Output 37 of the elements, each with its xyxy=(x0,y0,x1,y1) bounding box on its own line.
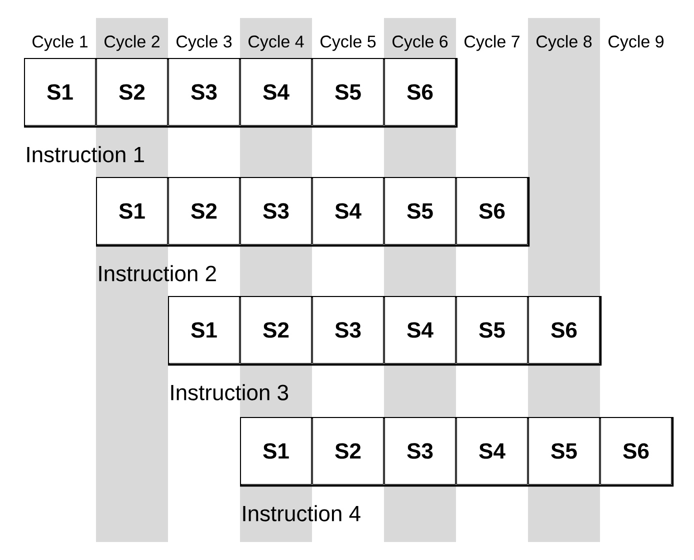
stage-cell: S4 xyxy=(456,417,528,485)
stage-cell: S5 xyxy=(384,177,456,245)
stage-cell: S6 xyxy=(600,417,672,485)
stage-cell: S1 xyxy=(240,417,312,485)
stage-cell: S6 xyxy=(456,177,528,245)
cycle-label: Cycle 7 xyxy=(464,35,520,51)
stage-cell: S1 xyxy=(24,58,96,126)
stage-cell: S5 xyxy=(528,417,600,485)
stage-cell: S5 xyxy=(312,58,384,126)
stage-cell: S3 xyxy=(384,417,456,485)
cycle-label: Cycle 6 xyxy=(392,35,448,51)
cycle-label: Cycle 4 xyxy=(248,35,304,51)
cycle-label: Cycle 2 xyxy=(104,35,160,51)
stage-cell: S1 xyxy=(96,177,168,245)
cycle-label: Cycle 1 xyxy=(32,35,88,51)
stage-cell: S2 xyxy=(240,296,312,364)
stage-cell: S5 xyxy=(456,296,528,364)
stage-cell: S2 xyxy=(168,177,240,245)
instruction-label: Instruction 2 xyxy=(99,265,216,282)
cycle-label: Cycle 5 xyxy=(320,35,376,51)
stage-cell: S3 xyxy=(240,177,312,245)
stage-cell: S4 xyxy=(384,296,456,364)
cycle-label: Cycle 8 xyxy=(536,35,592,51)
stage-cell: S2 xyxy=(312,417,384,485)
cycle-label: Cycle 3 xyxy=(176,35,232,51)
instruction-label: Instruction 4 xyxy=(243,505,360,522)
stage-cell: S4 xyxy=(240,58,312,126)
stage-cell: S6 xyxy=(384,58,456,126)
stage-cell: S3 xyxy=(312,296,384,364)
stage-cell: S1 xyxy=(168,296,240,364)
stage-cell: S2 xyxy=(96,58,168,126)
cycle-label: Cycle 9 xyxy=(608,35,664,51)
stage-cell: S6 xyxy=(528,296,600,364)
stage-cell: S3 xyxy=(168,58,240,126)
stage-cell: S4 xyxy=(312,177,384,245)
instruction-label: Instruction 3 xyxy=(171,384,288,400)
instruction-label: Instruction 1 xyxy=(27,146,144,162)
